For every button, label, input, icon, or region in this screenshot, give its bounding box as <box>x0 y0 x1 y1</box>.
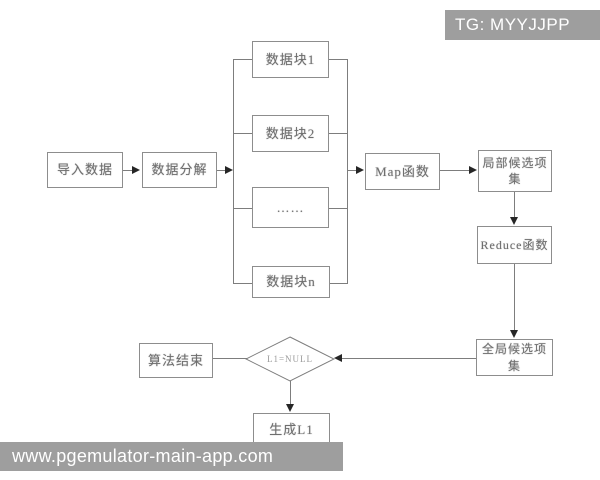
node-data-block-n: 数据块n <box>252 266 330 298</box>
arrowhead-left-icon <box>334 354 342 362</box>
connector-line <box>217 170 226 171</box>
node-ellipsis: …… <box>252 187 329 228</box>
connector-line <box>233 208 253 209</box>
node-data-block-1: 数据块1 <box>252 41 329 78</box>
connector-line <box>329 133 348 134</box>
connector-line <box>329 59 348 60</box>
node-global-candidate-itemsets: 全局候选项集 <box>476 339 553 376</box>
arrowhead-down-icon <box>510 330 518 338</box>
node-reduce-function: Reduce函数 <box>477 226 552 264</box>
branch-line-left <box>233 59 234 283</box>
arrowhead-down-icon <box>510 217 518 225</box>
connector-line <box>347 170 357 171</box>
connector-line <box>329 283 348 284</box>
node-algorithm-end: 算法结束 <box>139 343 213 378</box>
connector-line <box>213 358 247 359</box>
arrowhead-right-icon <box>356 166 364 174</box>
arrowhead-right-icon <box>225 166 233 174</box>
connector-line <box>514 264 515 331</box>
node-decision-diamond: L1=NULL <box>245 336 335 382</box>
connector-line <box>341 358 476 359</box>
node-map-function: Map函数 <box>365 153 440 190</box>
node-data-decompose: 数据分解 <box>142 152 217 188</box>
watermark-url-bar: www.pgemulator-main-app.com <box>0 442 343 471</box>
arrowhead-down-icon <box>286 404 294 412</box>
connector-line <box>440 170 470 171</box>
connector-line <box>514 192 515 218</box>
node-local-candidate-itemsets: 局部候选项集 <box>478 150 552 192</box>
decision-label: L1=NULL <box>266 354 314 364</box>
arrowhead-right-icon <box>132 166 140 174</box>
arrowhead-right-icon <box>469 166 477 174</box>
connector-line <box>123 170 133 171</box>
node-data-block-2: 数据块2 <box>252 115 329 152</box>
connector-line <box>233 283 253 284</box>
connector-line <box>329 208 348 209</box>
node-import-data: 导入数据 <box>47 152 123 188</box>
node-generate-l1: 生成L1 <box>253 413 330 447</box>
branch-line-right <box>347 59 348 283</box>
connector-line <box>233 133 253 134</box>
watermark-badge: TG: MYYJJPP <box>445 10 600 40</box>
diamond-shape-icon <box>245 336 335 382</box>
connector-line <box>290 381 291 405</box>
connector-line <box>233 59 253 60</box>
